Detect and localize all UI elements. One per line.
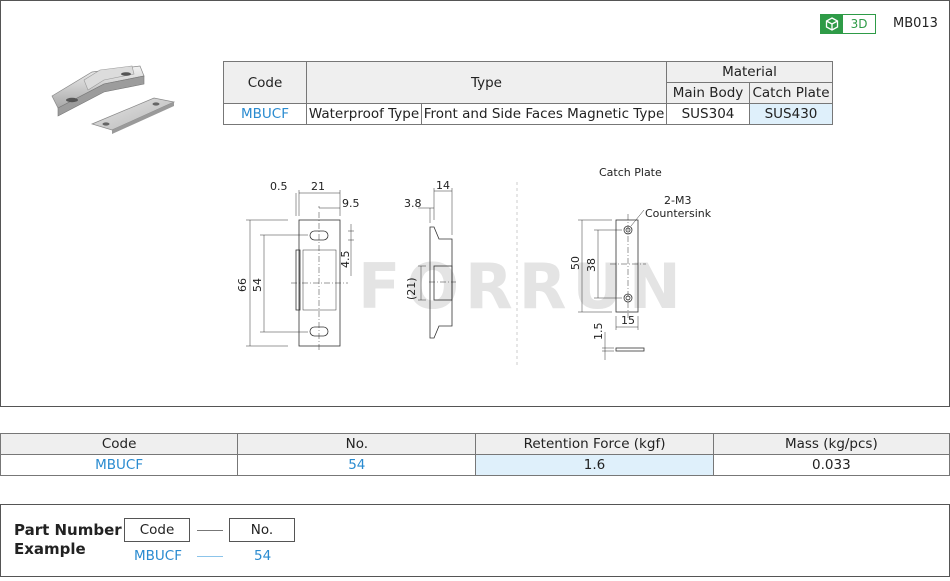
- watermark: FORRUN: [358, 250, 687, 323]
- dim-label: 21: [311, 180, 325, 193]
- product-photo: [51, 65, 176, 134]
- dim-label: Countersink: [645, 207, 712, 220]
- dim-label: 38: [585, 258, 598, 272]
- pn-example-separator: [197, 556, 223, 557]
- cube-icon: [821, 15, 843, 33]
- spec-table: Code Type Material Main Body Catch Plate…: [223, 61, 833, 125]
- 3d-label: 3D: [850, 17, 868, 31]
- part-number-title-line2: Example: [14, 540, 86, 558]
- type-cell: Front and Side Faces Magnetic Type: [421, 103, 667, 125]
- pn-separator: [197, 530, 223, 531]
- dim-label: 3.8: [404, 197, 422, 210]
- col-material-header: Material: [666, 61, 833, 83]
- data-table: Code No. Retention Force (kgf) Mass (kg/…: [0, 433, 950, 476]
- table-row: MBUCF 54 1.6 0.033: [0, 454, 950, 476]
- dim-label: 1.5: [592, 323, 605, 341]
- dim-label: 0.5: [270, 180, 288, 193]
- col-type-header: Type: [306, 61, 667, 104]
- part-number-title: Part Number Example: [14, 521, 122, 559]
- dim-label: 4.5: [339, 251, 352, 269]
- type-cell: Waterproof Type: [306, 103, 422, 125]
- part-number-panel: [0, 504, 950, 577]
- col-no-header: No.: [237, 433, 477, 455]
- pn-code-box: Code: [124, 518, 190, 542]
- dim-label: 9.5: [342, 197, 360, 210]
- pn-example-code: MBUCF: [134, 548, 182, 564]
- col-code-header: Code: [0, 433, 239, 455]
- technical-drawing: FORRUN: [236, 166, 712, 365]
- pn-example-no: 54: [254, 548, 272, 564]
- dim-label: 14: [436, 179, 450, 192]
- dim-label: 2-M3: [664, 194, 691, 207]
- col-code-header: Code: [223, 61, 307, 104]
- dim-label: 15: [621, 314, 635, 327]
- dim-label: 50: [569, 256, 582, 270]
- code-link[interactable]: MBUCF: [0, 454, 239, 476]
- col-force-header: Retention Force (kgf): [475, 433, 714, 455]
- dim-label: (21): [405, 277, 418, 300]
- no-link[interactable]: 54: [237, 454, 477, 476]
- main-body-cell: SUS304: [666, 103, 750, 125]
- col-mass-header: Mass (kg/pcs): [712, 433, 950, 455]
- 3d-model-button[interactable]: 3D: [820, 14, 876, 34]
- col-catch-plate-header: Catch Plate: [749, 82, 833, 104]
- dim-label: 66: [236, 278, 249, 292]
- catalog-number: MB013: [893, 16, 938, 31]
- col-main-body-header: Main Body: [666, 82, 750, 104]
- table-row: MBUCF Waterproof Type Front and Side Fac…: [223, 103, 833, 125]
- code-link[interactable]: MBUCF: [223, 103, 307, 125]
- force-cell: 1.6: [475, 454, 714, 476]
- mass-cell: 0.033: [712, 454, 950, 476]
- part-number-title-line1: Part Number: [14, 521, 122, 539]
- dim-label: 54: [251, 278, 264, 292]
- pn-no-box: No.: [229, 518, 295, 542]
- catch-plate-cell: SUS430: [749, 103, 833, 125]
- catch-plate-title: Catch Plate: [599, 166, 662, 179]
